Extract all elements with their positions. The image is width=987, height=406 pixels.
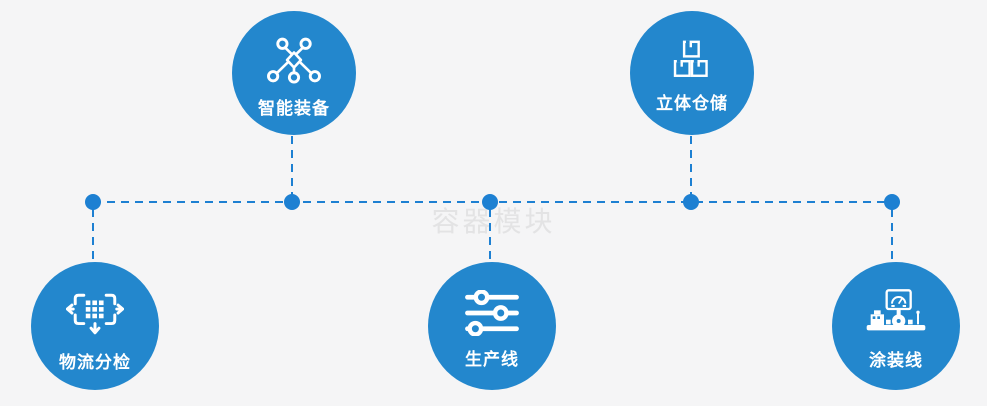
connector-vertical-line [489, 209, 491, 263]
connector-vertical-line [92, 209, 94, 263]
watermark-text: 容器模块 [431, 206, 556, 237]
node-label: 涂装线 [869, 351, 923, 370]
network-nodes-icon [265, 35, 323, 85]
node-warehouse[interactable]: 立体仓储 [630, 11, 754, 135]
connector-junction-dot [884, 194, 900, 210]
paint-machine-icon [865, 289, 927, 337]
sliders-icon [464, 290, 520, 336]
node-painting-line[interactable]: 涂装线 [832, 262, 960, 390]
node-smart-equipment[interactable]: 智能装备 [232, 11, 356, 135]
connector-vertical-line [891, 209, 893, 263]
node-logistics-sorting[interactable]: 物流分检 [31, 262, 159, 390]
connector-vertical-line [291, 136, 293, 196]
node-label: 智能装备 [258, 99, 330, 118]
connector-junction-dot [284, 194, 300, 210]
node-production-line[interactable]: 生产线 [428, 262, 556, 390]
stacked-boxes-icon [664, 40, 720, 80]
connector-junction-dot [683, 194, 699, 210]
connector-junction-dot [85, 194, 101, 210]
sorting-arrows-icon [66, 287, 124, 339]
node-label: 生产线 [465, 350, 519, 369]
connector-vertical-line [690, 136, 692, 196]
node-label: 立体仓储 [656, 94, 728, 113]
connector-junction-dot [482, 194, 498, 210]
node-label: 物流分检 [59, 353, 131, 372]
